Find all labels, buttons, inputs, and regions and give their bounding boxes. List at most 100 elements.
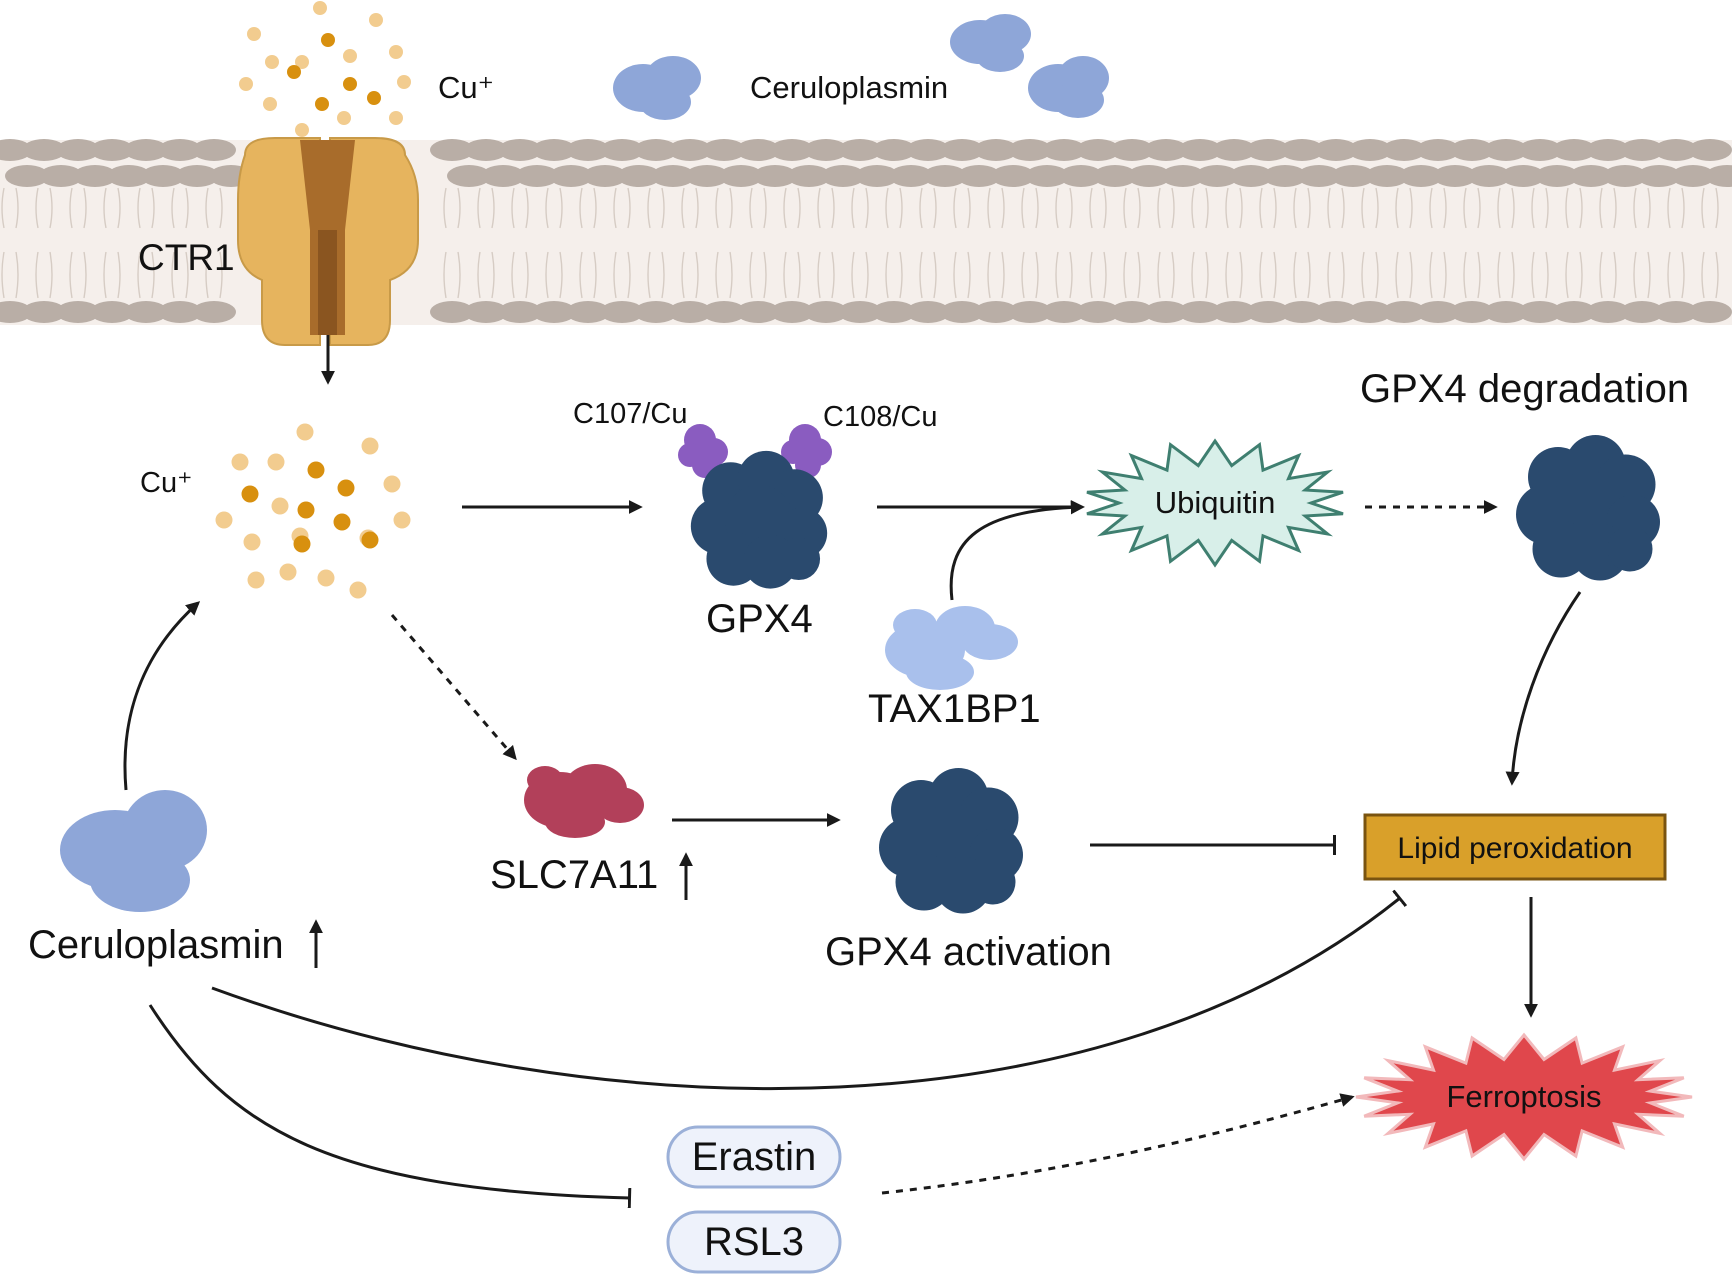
membrane-lipid-head	[1144, 139, 1188, 161]
membrane-lipid-tail	[1225, 187, 1243, 299]
membrane-lipid-head	[1042, 139, 1086, 161]
membrane-lipid-head	[1705, 165, 1732, 187]
membrane-lipid-tail	[817, 187, 835, 299]
membrane-lipid-head	[430, 139, 474, 161]
membrane-lipid-tail	[171, 187, 189, 299]
membrane-lipid-head	[1552, 301, 1596, 323]
erastin-label: Erastin	[692, 1135, 817, 1179]
membrane-lipid-head	[498, 301, 542, 323]
membrane-lipid-head	[107, 165, 151, 187]
copper-ion	[333, 513, 351, 531]
membrane-lipid-head	[566, 301, 610, 323]
membrane-lipid-head	[1076, 139, 1120, 161]
membrane-lipid-head	[1178, 139, 1222, 161]
copper-ion	[295, 123, 309, 137]
membrane-lipid-head	[464, 301, 508, 323]
membrane-lipid-head	[141, 165, 185, 187]
membrane-lipid-head	[702, 301, 746, 323]
membrane-lipid-head	[923, 165, 967, 187]
membrane-lipid-tail	[1361, 187, 1379, 299]
membrane-lipid-head	[668, 139, 712, 161]
membrane-lipid-head	[804, 301, 848, 323]
membrane-lipid-head	[1450, 139, 1494, 161]
membrane-lipid-head	[1501, 165, 1545, 187]
membrane-lipid-head	[1280, 139, 1324, 161]
membrane-lipid-head	[56, 301, 100, 323]
membrane-lipid-head	[736, 139, 780, 161]
membrane-lipid-tail	[1021, 187, 1039, 299]
slc7a11-label: SLC7A11	[490, 853, 658, 897]
copper-ion	[297, 501, 315, 519]
membrane-lipid-tail	[443, 187, 461, 299]
membrane-lipid-tail	[1191, 187, 1209, 299]
membrane-lipid-head	[1399, 165, 1443, 187]
copper-ion	[397, 75, 411, 89]
copper-ion	[361, 437, 379, 455]
membrane-lipid-head	[872, 139, 916, 161]
membrane-lipid-head	[566, 139, 610, 161]
membrane-lipid-head	[158, 301, 202, 323]
membrane-lipid-head	[0, 301, 32, 323]
membrane-lipid-head	[634, 301, 678, 323]
membrane-lipid-head	[158, 139, 202, 161]
copper-ion	[321, 33, 335, 47]
arrow-ceruloplasmin-to-cu	[123, 601, 201, 791]
membrane-lipid-tail	[511, 187, 529, 299]
membrane-lipid-head	[787, 165, 831, 187]
membrane-lipid-head	[90, 139, 134, 161]
membrane-lipid-head	[1535, 165, 1579, 187]
membrane-lipid-head	[991, 165, 1035, 187]
lipid-peroxidation-label: Lipid peroxidation	[1397, 832, 1632, 865]
membrane-lipid-head	[1280, 301, 1324, 323]
ctr1-transporter	[237, 137, 419, 346]
membrane-lipid-head	[1195, 165, 1239, 187]
membrane-lipid-head	[1314, 301, 1358, 323]
membrane-lipid-head	[22, 139, 66, 161]
membrane-lipid-head	[549, 165, 593, 187]
membrane-lipid-head	[464, 139, 508, 161]
membrane-lipid-head	[1042, 301, 1086, 323]
copper-ion	[315, 97, 329, 111]
membrane-lipid-head	[974, 301, 1018, 323]
membrane-lipid-head	[1314, 139, 1358, 161]
membrane-lipid-tail	[1633, 187, 1651, 299]
membrane-lipid-head	[1552, 139, 1596, 161]
cell-membrane	[0, 139, 1732, 325]
ceruloplasmin-outside-label: Ceruloplasmin	[750, 70, 948, 105]
membrane-lipid-tail	[1089, 187, 1107, 299]
membrane-lipid-head	[5, 165, 49, 187]
membrane-lipid-head	[1110, 139, 1154, 161]
membrane-lipid-head	[1433, 165, 1477, 187]
membrane-lipid-head	[855, 165, 899, 187]
membrane-lipid-head	[124, 139, 168, 161]
membrane-lipid-head	[600, 301, 644, 323]
membrane-lipid-head	[1416, 301, 1460, 323]
gpx4-label: GPX4	[706, 597, 813, 641]
membrane-lipid-tail	[1429, 187, 1447, 299]
membrane-lipid-head	[1025, 165, 1069, 187]
membrane-lipid-head	[1331, 165, 1375, 187]
copper-ion	[349, 581, 367, 599]
membrane-lipid-head	[498, 139, 542, 161]
membrane-lipid-head	[600, 139, 644, 161]
membrane-lipid-head	[617, 165, 661, 187]
membrane-lipid-head	[1416, 139, 1460, 161]
membrane-lipid-head	[1161, 165, 1205, 187]
copper-ion	[293, 535, 311, 553]
copper-ion	[295, 55, 309, 69]
membrane-lipid-head	[1620, 139, 1664, 161]
copper-ion	[337, 111, 351, 125]
copper-ion	[239, 77, 253, 91]
inhibit-ceruloplasmin-to-lipid	[211, 889, 1408, 1090]
membrane-lipid-head	[634, 139, 678, 161]
membrane-lipid-tail	[137, 187, 155, 299]
copper-ion	[367, 91, 381, 105]
erastin-pill	[666, 1125, 842, 1189]
membrane-lipid-head	[1688, 301, 1732, 323]
membrane-lipid-head	[583, 165, 627, 187]
membrane-lipid-tail	[1293, 187, 1311, 299]
copper-ion	[337, 479, 355, 497]
membrane-lipid-tail	[1701, 187, 1719, 299]
membrane-lipid-head	[39, 165, 83, 187]
membrane-lipid-head	[821, 165, 865, 187]
